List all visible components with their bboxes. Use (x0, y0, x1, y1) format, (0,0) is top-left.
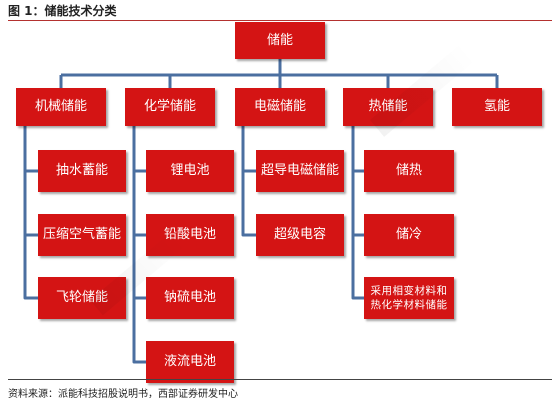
node-superconducting-storage: 超导电磁储能 (256, 150, 344, 192)
category-chemical: 化学储能 (125, 88, 215, 126)
root-node: 储能 (235, 22, 325, 59)
connector-col-3 (241, 126, 256, 237)
node-flow-battery: 液流电池 (146, 341, 234, 383)
title-divider (8, 20, 552, 21)
node-sodium-sulfur-battery: 钠硫电池 (146, 277, 234, 319)
node-supercapacitor: 超级电容 (256, 214, 344, 256)
connector-col-1 (23, 126, 38, 300)
node-heat-storage: 储热 (364, 150, 454, 192)
connector-col-2 (132, 126, 146, 364)
node-flywheel: 飞轮储能 (38, 277, 126, 319)
figure-title: 图 1：储能技术分类 (8, 4, 117, 18)
node-compressed-air: 压缩空气蓄能 (38, 214, 126, 256)
node-phase-change-storage: 采用相变材料和热化学材料储能 (364, 277, 454, 319)
source-note: 资料来源：派能科技招股说明书，西部证券研发中心 (8, 389, 238, 400)
category-mechanical: 机械储能 (16, 88, 106, 126)
node-lithium-battery: 锂电池 (146, 150, 234, 192)
category-thermal: 热储能 (343, 88, 433, 126)
category-electromagnetic: 电磁储能 (235, 88, 325, 126)
node-pumped-hydro: 抽水蓄能 (38, 150, 126, 192)
category-hydrogen: 氢能 (452, 88, 542, 126)
node-cold-storage: 储冷 (364, 214, 454, 256)
connector-col-4 (351, 126, 364, 300)
node-lead-acid-battery: 铅酸电池 (146, 214, 234, 256)
footer-divider (8, 379, 552, 380)
